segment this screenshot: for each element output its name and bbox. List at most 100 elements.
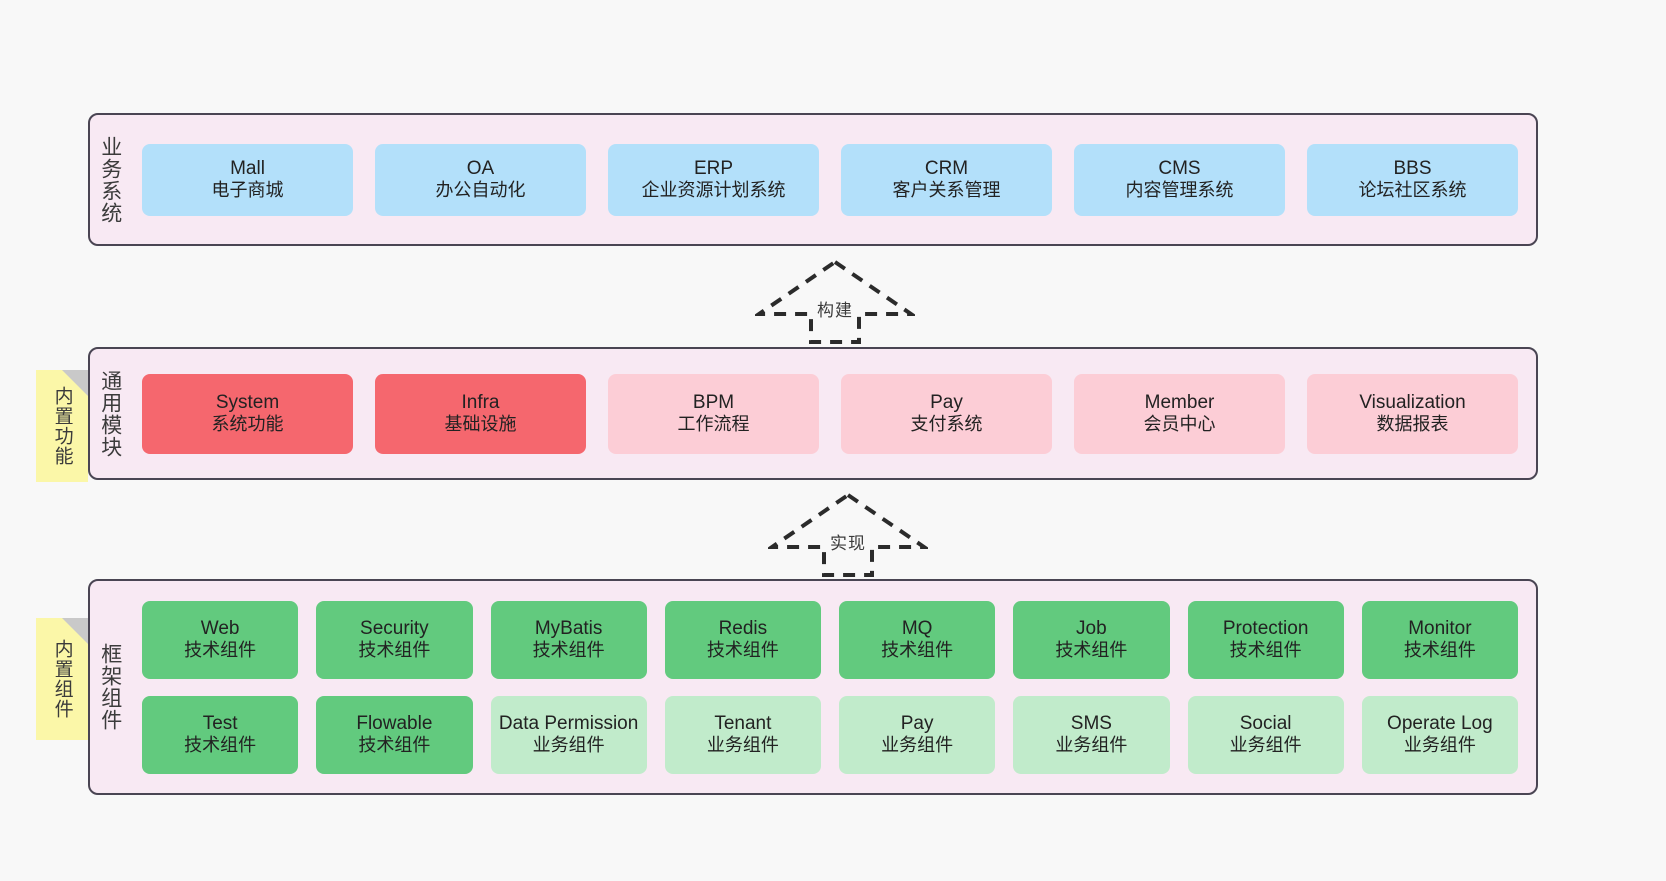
card-mq[interactable]: MQ 技术组件 [839,600,996,679]
card-mybatis-desc: 技术组件 [532,640,605,661]
card-visualization[interactable]: Visualization 数据报表 [1307,373,1518,454]
card-data-permission-desc: 业务组件 [532,735,605,756]
card-system-desc: 系统功能 [211,414,284,435]
card-social[interactable]: Social 业务组件 [1187,695,1344,774]
card-erp-name: ERP [693,157,734,179]
card-pay-module[interactable]: Pay 支付系统 [841,373,1052,454]
card-visualization-desc: 数据报表 [1376,414,1449,435]
card-mall-name: Mall [230,157,265,179]
card-protection-name: Protection [1222,617,1309,639]
card-system[interactable]: System 系统功能 [142,373,353,454]
card-protection[interactable]: Protection 技术组件 [1187,600,1344,679]
card-erp-desc: 企业资源计划系统 [641,180,786,201]
card-member-name: Member [1144,391,1215,413]
card-bbs-name: BBS [1393,157,1432,179]
card-cms-desc: 内容管理系统 [1125,180,1234,201]
note-builtin-function-label: 内置功能 [51,386,73,466]
card-oa[interactable]: OA 办公自动化 [375,143,586,216]
card-tenant-name: Tenant [714,712,772,734]
layer-common-modules: 通用模块 System 系统功能 Infra 基础设施 BPM 工作流程 Pay… [88,347,1538,480]
card-pay-component-name: Pay [900,712,934,734]
card-pay-component[interactable]: Pay 业务组件 [839,695,996,774]
card-mall[interactable]: Mall 电子商城 [142,143,353,216]
card-redis[interactable]: Redis 技术组件 [664,600,821,679]
card-bpm[interactable]: BPM 工作流程 [608,373,819,454]
card-protection-desc: 技术组件 [1229,640,1302,661]
card-test-desc: 技术组件 [184,735,257,756]
arrow-implement-icon [768,492,928,577]
card-social-name: Social [1239,712,1292,734]
note-fold-corner-icon [62,618,88,644]
card-social-desc: 业务组件 [1229,735,1302,756]
card-infra[interactable]: Infra 基础设施 [375,373,586,454]
layer-business-system-cards: Mall 电子商城 OA 办公自动化 ERP 企业资源计划系统 CRM 客户关系… [130,115,1536,244]
card-member-desc: 会员中心 [1143,414,1216,435]
card-crm-name: CRM [924,157,969,179]
layer-framework-components: 框架组件 Web 技术组件 Security 技术组件 MyBatis 技术组件… [88,579,1538,795]
card-oa-name: OA [466,157,495,179]
arrow-implement: 实现 [768,491,928,577]
card-redis-name: Redis [718,617,768,639]
card-monitor-name: Monitor [1408,617,1472,639]
note-builtin-function: 内置功能 [36,370,88,482]
card-pay-module-desc: 支付系统 [910,414,983,435]
framework-tech-row: Web 技术组件 Security 技术组件 MyBatis 技术组件 Redi… [142,600,1518,679]
card-job[interactable]: Job 技术组件 [1013,600,1170,679]
card-test[interactable]: Test 技术组件 [142,695,299,774]
card-redis-desc: 技术组件 [706,640,779,661]
card-operate-log[interactable]: Operate Log 业务组件 [1361,695,1518,774]
card-visualization-name: Visualization [1359,391,1466,413]
layer-common-modules-cards: System 系统功能 Infra 基础设施 BPM 工作流程 Pay 支付系统… [130,349,1536,478]
layer-framework-components-title: 框架组件 [98,643,122,731]
card-tenant-desc: 业务组件 [706,735,779,756]
card-member[interactable]: Member 会员中心 [1074,373,1285,454]
card-crm-desc: 客户关系管理 [892,180,1001,201]
card-data-permission-name: Data Permission [498,712,639,734]
card-flowable[interactable]: Flowable 技术组件 [316,695,473,774]
card-bpm-name: BPM [692,391,735,413]
card-web-name: Web [200,617,240,639]
card-mybatis-name: MyBatis [534,617,603,639]
card-security[interactable]: Security 技术组件 [316,600,473,679]
card-mq-desc: 技术组件 [881,640,954,661]
layer-business-system: 业务系统 Mall 电子商城 OA 办公自动化 ERP 企业资源计划系统 CRM… [88,113,1538,246]
arrow-build-label: 构建 [817,301,853,320]
arrow-build-icon [755,259,915,344]
note-fold-corner-icon [62,370,88,396]
card-mall-desc: 电子商城 [211,180,284,201]
card-tenant[interactable]: Tenant 业务组件 [664,695,821,774]
card-cms-name: CMS [1158,157,1201,179]
card-sms[interactable]: SMS 业务组件 [1013,695,1170,774]
card-bbs-desc: 论坛社区系统 [1358,180,1467,201]
card-flowable-name: Flowable [356,712,433,734]
card-monitor[interactable]: Monitor 技术组件 [1361,600,1518,679]
card-system-name: System [215,391,280,413]
card-bpm-desc: 工作流程 [677,414,750,435]
card-erp[interactable]: ERP 企业资源计划系统 [608,143,819,216]
layer-common-modules-title: 通用模块 [98,369,122,458]
card-mq-name: MQ [901,617,933,639]
card-monitor-desc: 技术组件 [1403,640,1476,661]
note-builtin-component: 内置组件 [36,618,88,740]
card-operate-log-name: Operate Log [1387,712,1493,734]
card-crm[interactable]: CRM 客户关系管理 [841,143,1052,216]
framework-business-row: Test 技术组件 Flowable 技术组件 Data Permission … [142,695,1518,774]
card-web[interactable]: Web 技术组件 [142,600,299,679]
card-sms-name: SMS [1070,712,1112,734]
card-security-desc: 技术组件 [358,640,431,661]
card-pay-component-desc: 业务组件 [881,735,954,756]
arrow-implement-label: 实现 [830,534,866,553]
card-security-name: Security [360,617,429,639]
card-cms[interactable]: CMS 内容管理系统 [1074,143,1285,216]
card-data-permission[interactable]: Data Permission 业务组件 [490,695,647,774]
card-job-name: Job [1076,617,1107,639]
card-operate-log-desc: 业务组件 [1403,735,1476,756]
note-builtin-component-label: 内置组件 [51,639,73,719]
card-bbs[interactable]: BBS 论坛社区系统 [1307,143,1518,216]
card-infra-desc: 基础设施 [444,414,517,435]
card-pay-module-name: Pay [930,391,963,413]
card-flowable-desc: 技术组件 [358,735,431,756]
card-mybatis[interactable]: MyBatis 技术组件 [490,600,647,679]
layer-framework-components-grid: Web 技术组件 Security 技术组件 MyBatis 技术组件 Redi… [130,581,1536,793]
